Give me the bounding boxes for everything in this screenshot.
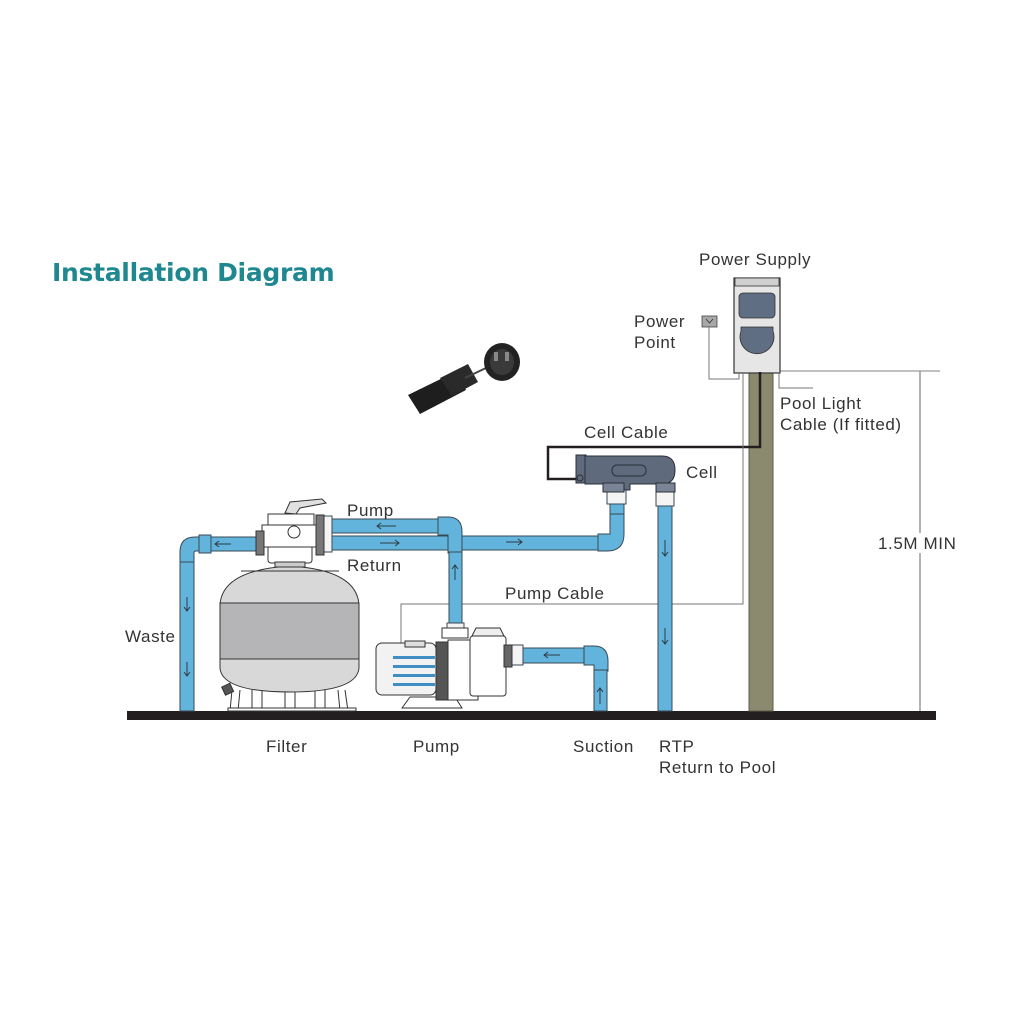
diagram-title: Installation Diagram	[52, 258, 335, 287]
pump-cable	[400, 372, 744, 645]
pool-light-leader	[778, 372, 813, 389]
arrow-waste-left	[214, 540, 231, 548]
power-supply-icon	[733, 277, 781, 374]
label-return-line: Return	[347, 556, 402, 575]
arrow-waste-down-2	[183, 662, 191, 677]
filter-icon	[219, 498, 360, 712]
arrow-waste-down-1	[183, 597, 191, 612]
suction-elbow	[583, 645, 609, 672]
arrow-rtp-down-2	[661, 628, 669, 645]
plug-adapter-icon	[408, 343, 520, 414]
label-pool-light-line1: Pool Light	[780, 394, 862, 413]
cell-cable	[546, 372, 762, 481]
rtp-pipe	[657, 504, 673, 712]
label-power-point-line2: Point	[634, 333, 676, 352]
label-pump-cable: Pump Cable	[505, 584, 605, 603]
pump-riser-elbow	[437, 516, 463, 554]
return-line-pipe	[329, 535, 601, 551]
label-pool-light-line2: Cable (If fitted)	[780, 415, 902, 434]
pump-riser-pipe	[448, 551, 463, 631]
label-filter: Filter	[266, 737, 308, 756]
label-power-point-line1: Power	[634, 312, 686, 331]
arrow-suction-up	[596, 687, 604, 704]
label-suction: Suction	[573, 737, 634, 756]
cell-inlet-elbow	[597, 509, 625, 552]
label-min-height: 1.5M MIN	[878, 534, 957, 553]
label-power-supply: Power Supply	[699, 250, 812, 269]
height-dimension	[778, 370, 940, 711]
flow-arrows	[183, 522, 669, 704]
label-rtp: RTP	[659, 737, 695, 756]
arrow-suction-left	[543, 651, 560, 659]
label-return-to-pool: Return to Pool	[659, 758, 777, 777]
arrow-return-right-1	[380, 539, 400, 547]
label-cell-cable: Cell Cable	[584, 423, 669, 442]
power-point-icon	[701, 315, 740, 380]
label-waste: Waste	[125, 627, 176, 646]
waste-pipe	[179, 559, 195, 712]
arrow-pump-riser-up	[451, 564, 459, 580]
label-cell: Cell	[686, 463, 718, 482]
label-pump: Pump	[413, 737, 460, 756]
label-pump-line: Pump	[347, 501, 394, 520]
arrow-return-right-2	[506, 538, 523, 546]
pump-icon	[375, 627, 513, 709]
arrow-rtp-down-1	[661, 540, 669, 557]
ground-line	[127, 711, 936, 720]
cell-icon	[575, 454, 676, 493]
arrow-pump-line-left	[376, 522, 396, 530]
